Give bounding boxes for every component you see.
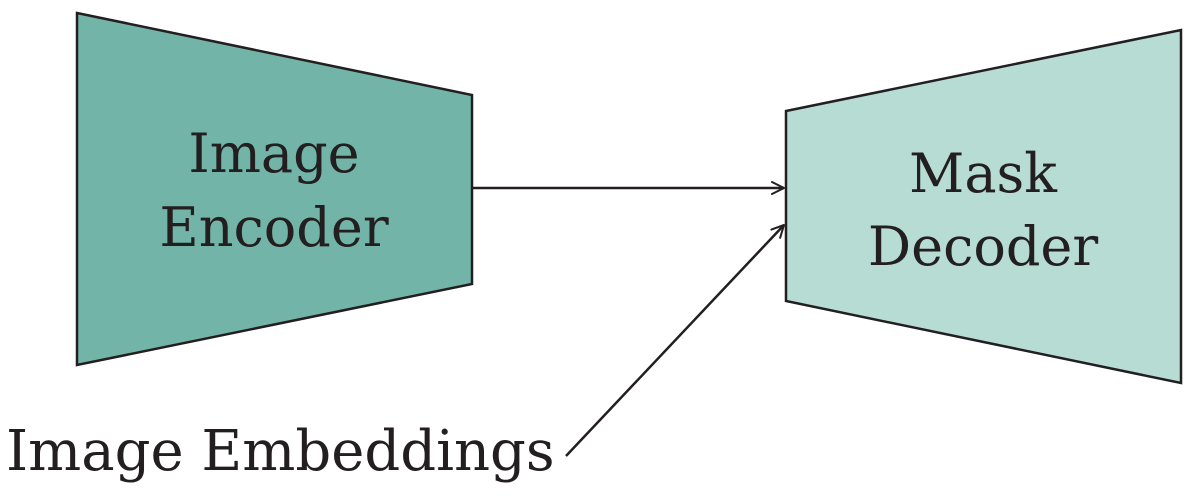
image-encoder-label-line1: Image — [188, 122, 359, 185]
mask-decoder-block: Mask Decoder — [784, 28, 1183, 385]
image-encoder-label-line2: Encoder — [159, 196, 388, 259]
image-encoder-shape — [75, 11, 474, 367]
image-embeddings-label: Image Embeddings — [6, 419, 555, 484]
mask-decoder-label-line2: Decoder — [868, 215, 1099, 278]
embeddings-to-decoder-arrow — [565, 224, 785, 457]
image-encoder-block: Image Encoder — [75, 11, 474, 367]
mask-decoder-label-line1: Mask — [909, 142, 1058, 205]
mask-decoder-shape — [784, 28, 1183, 385]
